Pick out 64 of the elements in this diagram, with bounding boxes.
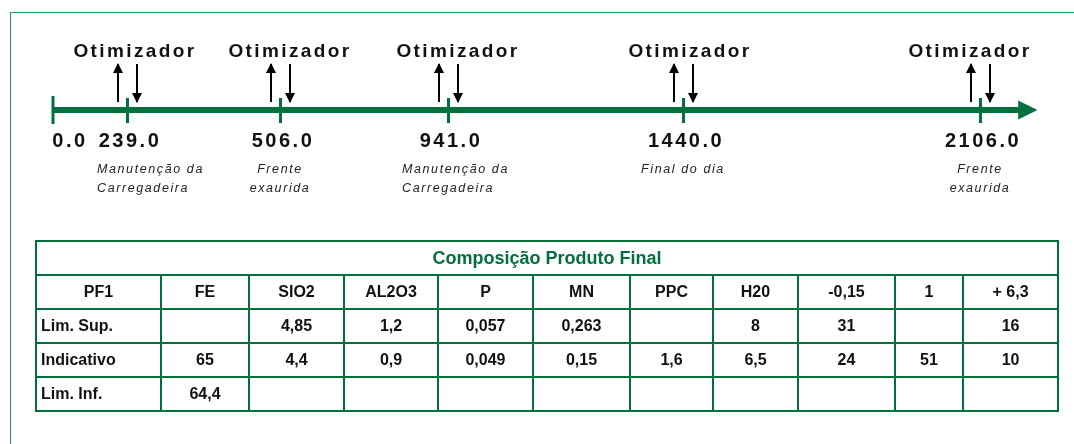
arrow (966, 63, 976, 103)
arrow (113, 63, 123, 103)
table-title: Composição Produto Final (36, 241, 1059, 275)
arrow (453, 63, 463, 103)
table-cell: 8 (713, 309, 798, 343)
optimizer-label: Otimizador (908, 40, 1032, 62)
optimizer-label: Otimizador (396, 40, 520, 62)
table-cell: 6,5 (713, 343, 798, 377)
time-value: 0.0 (52, 129, 88, 152)
arrow (434, 63, 444, 103)
table-cell: 0,263 (533, 309, 630, 343)
optimizer-label: Otimizador (628, 40, 752, 62)
time-value: 239.0 (98, 129, 162, 152)
arrow (266, 63, 276, 103)
tick-mark (278, 98, 282, 123)
table-cell: 1,2 (344, 309, 438, 343)
table-cell: 0,15 (533, 343, 630, 377)
arrow (985, 63, 995, 103)
column-header-cell: SIO2 (249, 275, 344, 309)
event-description: Manutenção da Carregadeira (97, 161, 205, 197)
arrow (132, 63, 142, 103)
column-header-cell: H20 (713, 275, 798, 309)
table-cell: 65 (161, 343, 249, 377)
table-cell: 0,057 (438, 309, 533, 343)
table-cell: 24 (798, 343, 895, 377)
event-description: Frente exaurida (948, 161, 1012, 197)
table-cell: 51 (895, 343, 963, 377)
table-cell: 10 (963, 343, 1059, 377)
event-description: Manutenção da Carregadeira (402, 161, 510, 197)
column-header-cell: PPC (630, 275, 713, 309)
row-header-cell: PF1 (36, 275, 161, 309)
table-cell: 0,9 (344, 343, 438, 377)
column-header-cell: AL2O3 (344, 275, 438, 309)
time-value: 1440.0 (647, 129, 725, 152)
column-header-cell: MN (533, 275, 630, 309)
tick-mark (446, 98, 450, 123)
event-description: Final do dia (640, 161, 726, 178)
table-cell: 31 (798, 309, 895, 343)
row-header-cell: Lim. Sup. (36, 309, 161, 343)
row-header-cell: Lim. Inf. (36, 377, 161, 411)
optimizer-label: Otimizador (228, 40, 352, 62)
arrow (688, 63, 698, 103)
table-cell: 4,4 (249, 343, 344, 377)
column-header-cell: 1 (895, 275, 963, 309)
time-value: 941.0 (419, 129, 483, 152)
table-cell: 16 (963, 309, 1059, 343)
event-description: Frente exaurida (248, 161, 312, 197)
tick-mark (681, 98, 685, 123)
table-cell: 4,85 (249, 309, 344, 343)
column-header-cell: -0,15 (798, 275, 895, 309)
table-cell: 64,4 (161, 377, 249, 411)
tick-mark (125, 98, 129, 123)
time-value: 506.0 (251, 129, 315, 152)
tick-mark (978, 98, 982, 123)
column-header-cell: FE (161, 275, 249, 309)
table-cell: 1,6 (630, 343, 713, 377)
arrow (285, 63, 295, 103)
column-header-cell: P (438, 275, 533, 309)
time-value: 2106.0 (944, 129, 1022, 152)
column-header-cell: + 6,3 (963, 275, 1059, 309)
table-cell: 0,049 (438, 343, 533, 377)
row-header-cell: Indicativo (36, 343, 161, 377)
optimizer-label: Otimizador (73, 40, 197, 62)
arrow (669, 63, 679, 103)
